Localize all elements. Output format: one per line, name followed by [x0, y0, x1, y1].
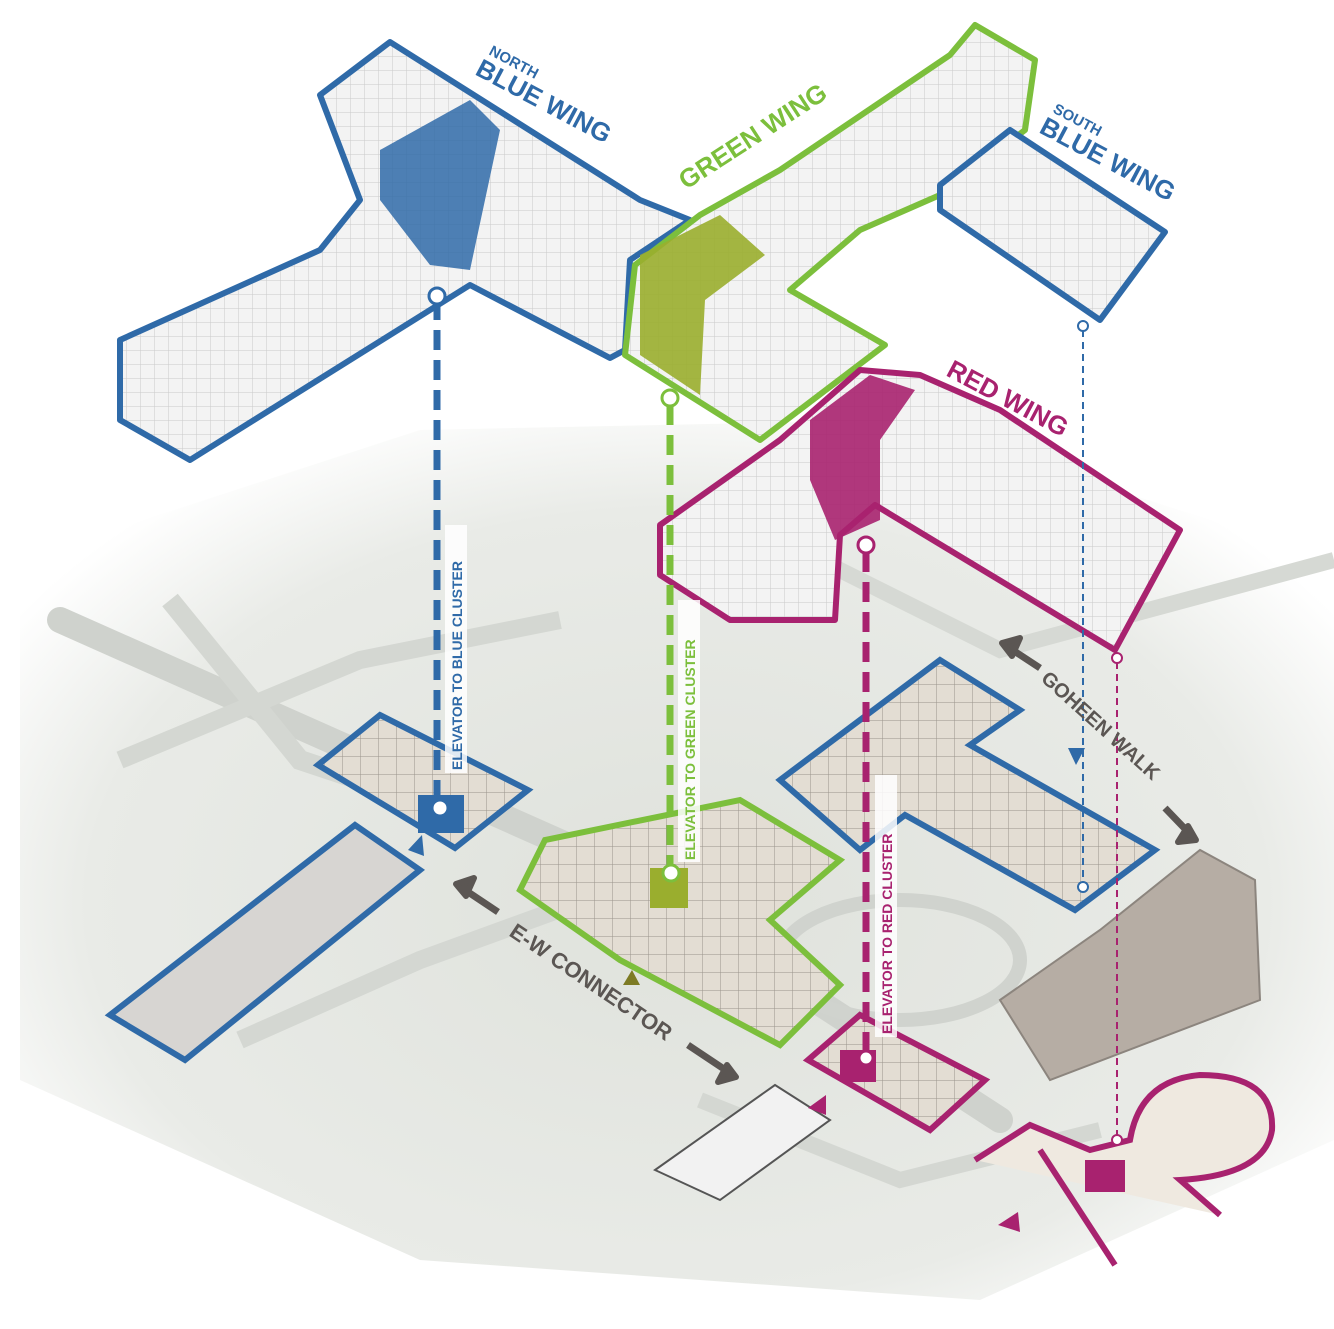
red-cluster-building — [802, 1011, 991, 1134]
blue-elevator-top-node — [427, 286, 447, 306]
blue-cluster-building — [312, 711, 534, 852]
blue-elevator-bottom-node — [430, 798, 450, 818]
walkway-arrows — [453, 635, 1199, 1085]
green-elevator-top-node — [660, 388, 680, 408]
red-elevator-top-node — [856, 535, 876, 555]
upper-wings — [117, 22, 1183, 653]
red-entrance-marker — [808, 1095, 826, 1115]
elevator-labels: ELEVATOR TO BLUE CLUSTER ELEVATOR TO GRE… — [445, 525, 897, 1037]
blue-elevator-label: ELEVATOR TO BLUE CLUSTER — [449, 561, 465, 770]
theater-building — [998, 848, 1262, 1082]
blue-entrance-marker — [408, 835, 424, 856]
green-elevator-label: ELEVATOR TO GREEN CLUSTER — [682, 639, 698, 860]
red-round-entrance-marker — [998, 1212, 1020, 1232]
red-elevator-bottom-node — [857, 1049, 875, 1067]
green-entrance-marker — [623, 970, 640, 985]
south-blue-wing — [937, 127, 1168, 323]
goheen-entrance-marker — [1068, 748, 1085, 765]
west-building — [104, 821, 426, 1064]
entrance-markers — [408, 748, 1085, 1232]
lower-buildings — [104, 656, 1276, 1267]
red-wing — [657, 367, 1183, 653]
green-cluster-building — [516, 796, 846, 1049]
north-blue-wing — [117, 39, 693, 463]
elevator-connections — [427, 286, 1123, 1146]
red-elevator-label: ELEVATOR TO RED CLUSTER — [879, 834, 895, 1034]
green-elevator-bottom-node — [661, 863, 681, 883]
red-round-building — [973, 1071, 1276, 1218]
south-building — [653, 1083, 832, 1202]
